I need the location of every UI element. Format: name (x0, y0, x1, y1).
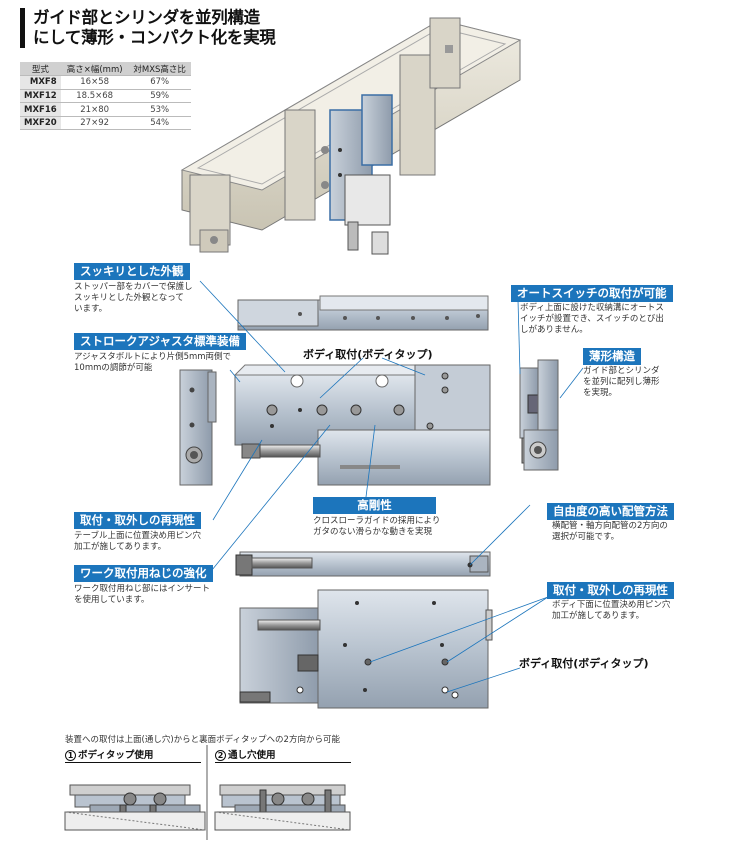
feature-sleek-title: スッキリとした外観 (74, 263, 190, 280)
spec-ratio: 53% (128, 102, 191, 117)
method-label: ボディタップ使用 (78, 750, 154, 761)
feature-thin-desc: ガイド部とシリンダを並列に配列し薄形を実現。 (583, 366, 660, 398)
leader-lines (199, 280, 584, 693)
spec-table-header: 型式 高さ×幅(mm) 対MXS高さ比 (20, 62, 191, 77)
method-label: 通し穴使用 (228, 750, 276, 761)
feature-thread-desc: ワーク取付用ねじ部にはインサートを使用しています。 (74, 584, 211, 605)
feature-rigidity-title: 高剛性 (313, 497, 436, 514)
actuator-side-view (235, 551, 491, 577)
spec-header-model: 型式 (20, 62, 61, 77)
feature-piping-title: 自由度の高い配管方法 (547, 503, 674, 520)
feature-rigidity-desc: クロスローラガイドの採用によりガタのない滑らかな動きを実現 (313, 516, 441, 537)
spec-model: MXF16 (20, 102, 61, 117)
actuator-end-view (179, 369, 217, 486)
spec-row: MXF12 18.5×68 59% (20, 89, 191, 104)
headline: ガイド部とシリンダを並列構造 にして薄形・コンパクト化を実現 (20, 8, 276, 48)
actuator-top-view (237, 295, 489, 331)
spec-row: MXF20 27×92 54% (20, 116, 191, 131)
feature-repro-bottom-desc: ボディ下面に位置決め用ピン穴加工が施してあります。 (552, 600, 671, 621)
mounting-note: 装置への取付は上面(通し穴)からと裏面ボディタップへの2方向から可能 (65, 735, 340, 745)
feature-repro-top-title: 取付・取外しの再現性 (74, 512, 201, 529)
method-number: 2 (215, 750, 226, 761)
callout-body-tap-top: ボディ取付(ボディタップ) (303, 348, 433, 361)
spec-model: MXF8 (20, 75, 61, 90)
machine-illustration (180, 17, 522, 255)
spec-row: MXF8 16×58 67% (20, 75, 191, 90)
feature-thin-title: 薄形構造 (583, 348, 641, 365)
actuator-main-view (233, 364, 491, 486)
feature-repro-bottom-title: 取付・取外しの再現性 (547, 582, 674, 599)
spec-header-size: 高さ×幅(mm) (60, 62, 129, 77)
spec-size: 16×58 (60, 75, 129, 90)
feature-piping-desc: 横配管・軸方向配管の2方向の選択が可能です。 (552, 521, 668, 542)
spec-model: MXF20 (20, 116, 61, 131)
headline-line2: にして薄形・コンパクト化を実現 (33, 28, 276, 47)
spec-size: 27×92 (60, 116, 129, 131)
spec-ratio: 54% (128, 116, 191, 131)
feature-autoswitch-title: オートスイッチの取付が可能 (511, 285, 673, 302)
spec-table: 型式 高さ×幅(mm) 対MXS高さ比 MXF8 16×58 67% MXF12… (20, 62, 191, 131)
spec-header-ratio: 対MXS高さ比 (128, 62, 191, 77)
actuator-side-views (519, 359, 559, 471)
feature-thread-title: ワーク取付用ねじの強化 (74, 565, 213, 582)
feature-sleek-desc: ストッパー部をカバーで保護しスッキリとした外観となっています。 (74, 282, 193, 314)
feature-autoswitch-desc: ボディ上面に設けた収納溝にオートスイッチが設置でき、スイッチのとび出しがありませ… (520, 303, 664, 335)
mounting-diagram-1 (64, 784, 206, 831)
spec-model: MXF12 (20, 89, 61, 104)
spec-ratio: 67% (128, 75, 191, 90)
spec-row: MXF16 21×80 53% (20, 102, 191, 117)
callout-body-tap-bottom: ボディ取付(ボディタップ) (519, 657, 649, 670)
feature-repro-top-desc: テーブル上面に位置決め用ピン穴加工が施してあります。 (74, 531, 201, 552)
method-number: 1 (65, 750, 76, 761)
spec-ratio: 59% (128, 89, 191, 104)
spec-size: 21×80 (60, 102, 129, 117)
spec-size: 18.5×68 (60, 89, 129, 104)
mounting-diagram-2 (214, 784, 351, 831)
headline-line1: ガイド部とシリンダを並列構造 (33, 8, 260, 27)
feature-adjuster-title: ストロークアジャスタ標準装備 (74, 333, 246, 350)
actuator-bottom-view (239, 589, 493, 709)
